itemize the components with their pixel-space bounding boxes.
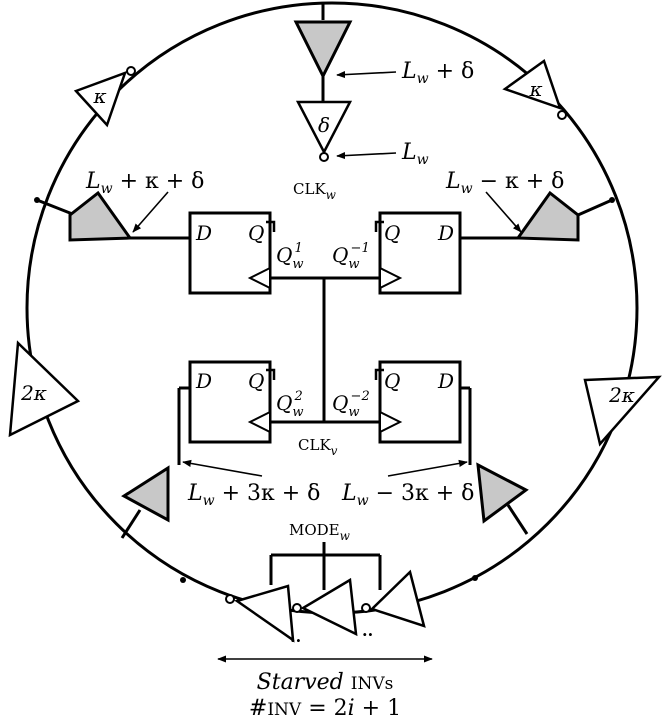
starved-inverter-1-bubble [225, 594, 235, 604]
lower-left-gray-buffer [121, 465, 170, 523]
ff1-q-hook [266, 220, 276, 232]
ff-minus1-d-label: D [437, 221, 454, 245]
ff-minus1-q-label-sup: Qw−1 [332, 241, 370, 272]
arrow-lw-plus-delta [336, 70, 397, 79]
arrow-lw [336, 151, 397, 160]
kappa-label-right: κ [528, 77, 542, 101]
ff1-q-label: Q [248, 221, 264, 245]
ff-minus2-q-label-sup: Qw−2 [332, 389, 370, 420]
mode-w-label: MODEw [289, 521, 351, 543]
starved-inverter-3-bubble [361, 603, 371, 613]
label-lw-minus-kappa-plus-delta: Lw − κ + δ [445, 169, 564, 197]
ff2-clock-triangle [247, 410, 271, 434]
flip-flop-q-minus2 [378, 360, 462, 444]
starved-invs-label: Starved INVs [257, 670, 394, 695]
clk-v-label: CLKv [298, 436, 338, 458]
starved-inverter-2 [300, 577, 358, 637]
starved-inverter-1 [234, 584, 295, 643]
ff2-q-label: Q [248, 369, 264, 393]
two-kappa-label-right: 2κ [608, 383, 635, 407]
starved-inverter-3 [369, 569, 426, 628]
wire-lower-left-buffer-to-ring [120, 509, 142, 539]
inv-count-label: #INV = 2i + 1 [249, 696, 401, 720]
arrow-lw-plus-3kappa-plus-delta [182, 459, 263, 477]
kappa-inverter-left-bubble [126, 66, 136, 76]
delta-label: δ [318, 113, 330, 137]
ff-minus2-d-label: D [437, 369, 454, 393]
two-kappa-inverter-right [583, 375, 662, 447]
starved-inverter-2-dots: .. [362, 621, 373, 640]
ff1-q1-label: Qw1 [276, 241, 304, 272]
ff2-q-hook [266, 368, 276, 380]
ring-junction-dot [180, 577, 186, 583]
clk-w-label: CLKw [293, 180, 337, 202]
upper-right-gray-buffer [515, 190, 580, 242]
label-lw: Lw [401, 140, 429, 168]
flip-flop-q2 [188, 360, 272, 444]
flip-flop-q1 [188, 211, 272, 295]
two-kappa-label-left: 2κ [20, 381, 47, 405]
ff2-q2-label: Qw2 [276, 389, 304, 420]
wire-ring-to-upper-left-buffer [36, 198, 76, 217]
starved-inverter-2-bubble [292, 603, 302, 613]
delta-inverter-bubble [319, 152, 329, 162]
starved-inverter-1-dots: .. [290, 627, 301, 646]
label-lw-plus-3kappa-plus-delta: Lw + 3κ + δ [187, 481, 320, 509]
kappa-inverter-right [502, 59, 563, 111]
delta-inverter [295, 100, 353, 155]
upper-left-gray-buffer [68, 190, 133, 242]
two-kappa-inverter-left [8, 340, 81, 438]
ff-minus1-q-label: Q [384, 221, 400, 245]
ff-minus2-q-label: Q [384, 369, 400, 393]
kappa-label-left: κ [92, 84, 106, 108]
wire-lower-right-buffer-to-ring [506, 504, 529, 535]
top-gray-buffer [293, 20, 353, 80]
ff-minus2-q-hook [374, 368, 384, 380]
label-lw-plus-delta: Lw + δ [401, 59, 474, 87]
label-lw-plus-kappa-plus-delta: Lw + κ + δ [85, 169, 204, 197]
lower-right-gray-buffer [476, 462, 529, 524]
ff1-d-label: D [195, 221, 212, 245]
kappa-inverter-right-bubble [557, 110, 567, 120]
flip-flop-q-minus1 [378, 211, 462, 295]
wire-ring-to-upper-right-buffer [577, 198, 613, 217]
kappa-inverter-left [73, 70, 128, 128]
arrow-lw-plus-kappa-plus-delta [132, 191, 169, 233]
ff2-d-label: D [195, 369, 212, 393]
arrow-lw-minus-3kappa-plus-delta [387, 459, 468, 477]
arrow-lw-minus-kappa-plus-delta [485, 191, 522, 233]
label-lw-minus-3kappa-plus-delta: Lw − 3κ + δ [341, 481, 474, 509]
ring-junction-dot [472, 575, 478, 581]
ff-minus2-clock-triangle [379, 410, 403, 434]
ff-minus1-q-hook [374, 220, 384, 232]
